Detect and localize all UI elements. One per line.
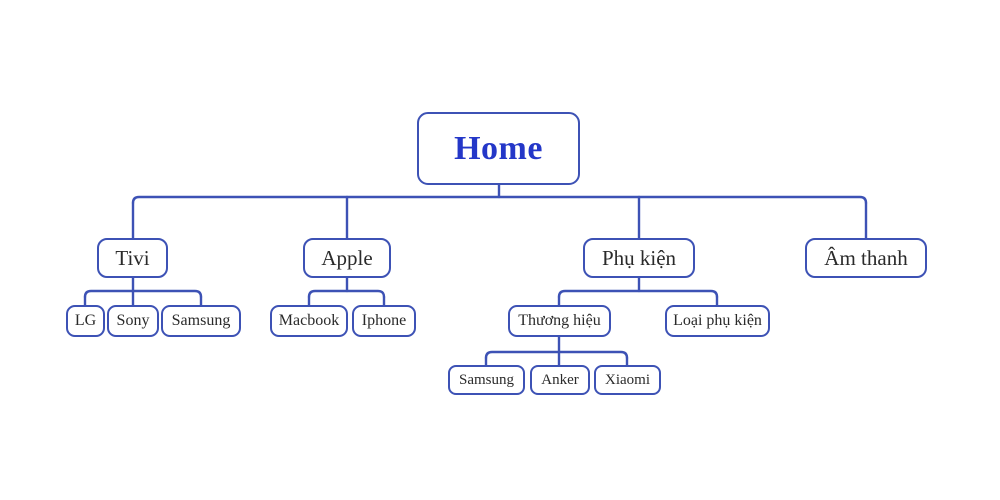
tree-node-label: Loại phụ kiện	[673, 312, 762, 329]
tree-node-samsung-tivi[interactable]: Samsung	[161, 305, 241, 337]
tree-node-label: Samsung	[171, 312, 231, 329]
tree-node-label: Iphone	[361, 312, 407, 329]
tree-node-anker[interactable]: Anker	[530, 365, 590, 395]
tree-node-label: Xiaomi	[605, 371, 650, 388]
tree-node-iphone[interactable]: Iphone	[352, 305, 416, 337]
tree-node-label: Macbook	[278, 312, 340, 329]
tree-node-loai-phu-kien[interactable]: Loại phụ kiện	[665, 305, 770, 337]
tree-node-apple[interactable]: Apple	[303, 238, 391, 278]
tree-node-xiaomi[interactable]: Xiaomi	[594, 365, 661, 395]
tree-node-phu-kien[interactable]: Phụ kiện	[583, 238, 695, 278]
tree-node-label: Apple	[321, 245, 373, 270]
tree-node-label: Home	[454, 129, 543, 167]
connector-home-to-level1	[131, 183, 868, 240]
tree-node-label: Anker	[541, 371, 579, 388]
connector-apple-to-children	[307, 276, 386, 307]
connector-phukien-to-children	[557, 276, 719, 307]
tree-node-sony[interactable]: Sony	[107, 305, 159, 337]
tree-node-thuong-hieu[interactable]: Thương hiệu	[508, 305, 611, 337]
tree-node-am-thanh[interactable]: Âm thanh	[805, 238, 927, 278]
tree-node-label: Âm thanh	[824, 245, 908, 270]
tree-node-label: Sony	[116, 312, 150, 329]
tree-node-label: Phụ kiện	[601, 245, 677, 270]
tree-node-label: Tivi	[115, 245, 150, 270]
connector-tivi-to-children	[83, 276, 203, 307]
tree-node-samsung-pk[interactable]: Samsung	[448, 365, 525, 395]
tree-node-home[interactable]: Home	[417, 112, 580, 185]
tree-node-label: Thương hiệu	[518, 312, 601, 329]
tree-node-tivi[interactable]: Tivi	[97, 238, 168, 278]
tree-node-label: LG	[74, 312, 97, 329]
tree-node-macbook[interactable]: Macbook	[270, 305, 348, 337]
connector-thuonghieu-to-children	[484, 335, 629, 367]
tree-node-label: Samsung	[458, 371, 514, 388]
tree-node-lg[interactable]: LG	[66, 305, 105, 337]
